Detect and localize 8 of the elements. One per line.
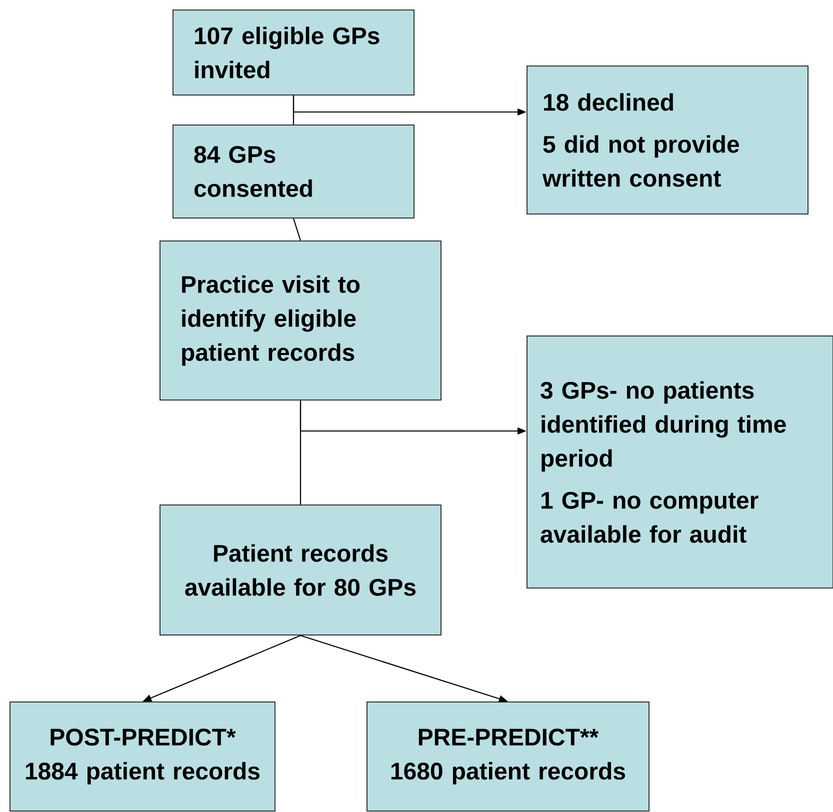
process-box: 3 GPs- no patients identified during time period 1 GP- no computer available for audit <box>526 336 833 588</box>
process-box: POST-PREDICT* 1884 patient records <box>10 702 276 812</box>
process-box: 18 declined 5 did not provide written consent <box>526 66 808 214</box>
process-box: 84 GPs consented <box>172 124 414 218</box>
process-box: Practice visit to identify eligible patient records <box>160 240 442 400</box>
process-box: 107 eligible GPs invited <box>172 10 414 96</box>
process-box: Patient records available for 80 GPs <box>160 504 442 636</box>
process-box: PRE-PREDICT** 1680 patient records <box>366 702 650 812</box>
